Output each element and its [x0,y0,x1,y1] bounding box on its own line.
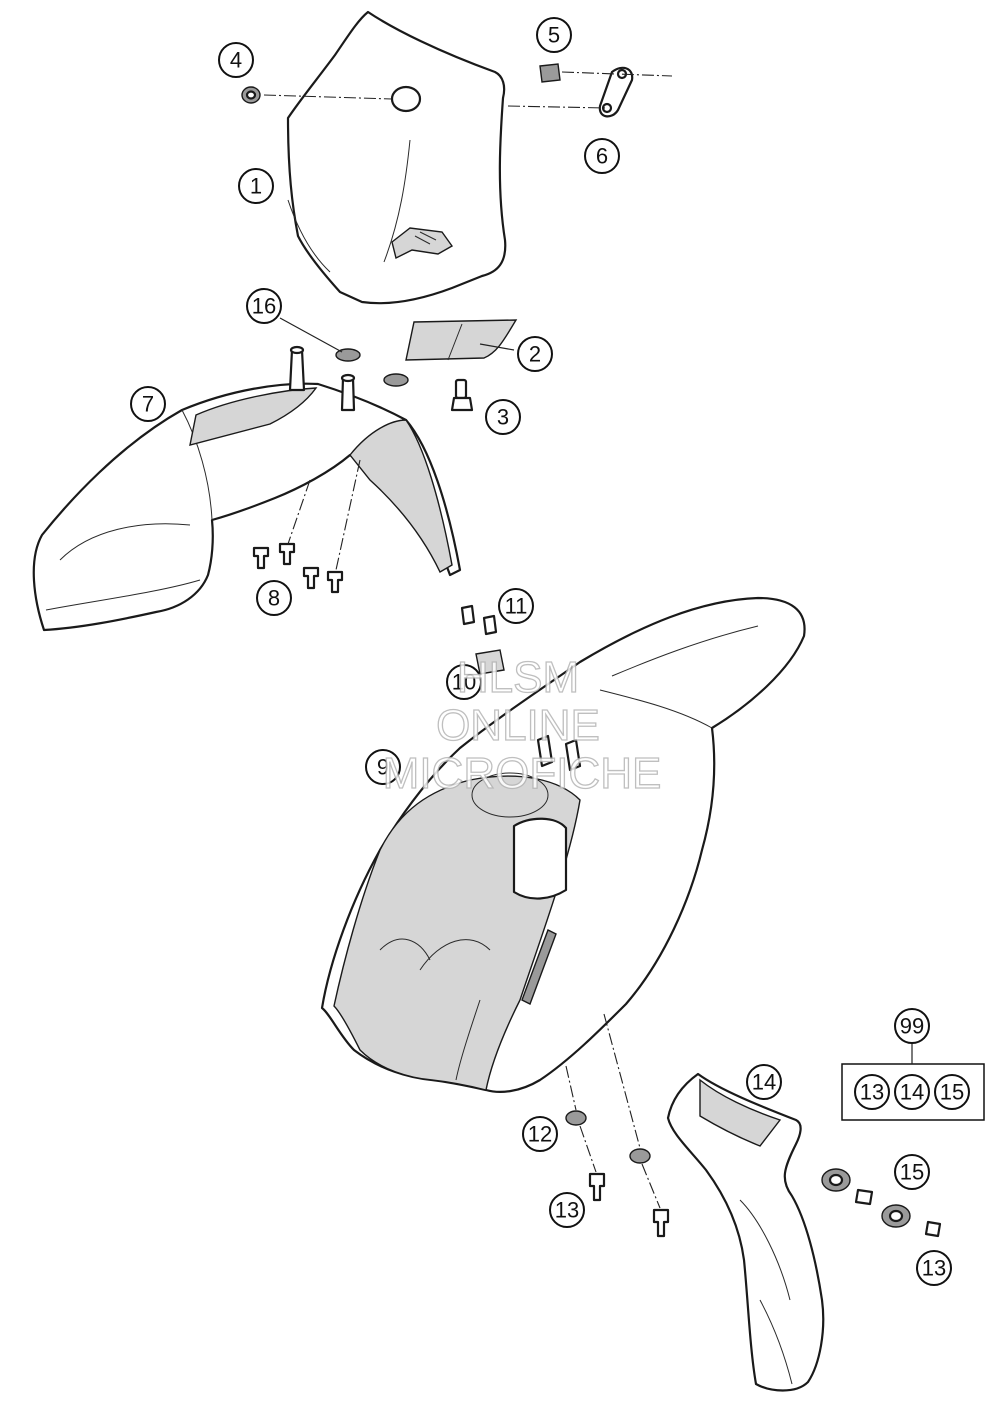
svg-text:8: 8 [268,586,280,611]
svg-text:16: 16 [252,294,276,319]
callout-4: 4 [218,42,254,78]
part-10-clip [475,649,505,675]
svg-text:6: 6 [596,144,608,169]
watermark: HLSM ONLINE MICROFICHE [382,652,662,798]
callout-3: 3 [485,399,521,435]
callout-9: 9 [365,749,401,785]
svg-text:14: 14 [752,1070,776,1095]
part-16-grommets [335,348,409,387]
callout-16: 16 [246,288,282,324]
kit-item-15: 15 [934,1074,970,1110]
callout-8: 8 [256,580,292,616]
callout-2: 2 [517,336,553,372]
kit-item-14: 14 [894,1074,930,1110]
svg-text:13: 13 [555,1198,579,1223]
svg-text:4: 4 [230,48,242,73]
svg-text:15: 15 [940,1080,964,1105]
callout-5: 5 [536,17,572,53]
callout-15: 15 [894,1154,930,1190]
svg-text:13: 13 [860,1080,884,1105]
part-11-screws [460,604,498,636]
svg-text:13: 13 [922,1256,946,1281]
part-1-number-plate [286,10,507,305]
kit-item-13: 13 [854,1074,890,1110]
callout-7: 7 [130,386,166,422]
part-3-screw [450,378,474,412]
svg-text:2: 2 [529,342,541,367]
svg-text:1: 1 [250,174,262,199]
svg-text:3: 3 [497,405,509,430]
callout-12: 12 [522,1116,558,1152]
callout-13-right: 13 [916,1250,952,1286]
callout-1: 1 [238,168,274,204]
svg-text:15: 15 [900,1160,924,1185]
callout-13: 13 [549,1192,585,1228]
svg-text:7: 7 [142,392,154,417]
svg-text:12: 12 [528,1122,552,1147]
callout-99: 99 [894,1008,930,1044]
svg-text:99: 99 [900,1014,924,1039]
svg-text:ONLINE: ONLINE [436,701,600,750]
part-2-decal [405,319,518,361]
part-12-grommets [565,1110,651,1164]
svg-text:HLSM: HLSM [457,653,579,702]
part-5-screw [539,63,561,83]
part-8-screws [252,542,344,594]
svg-text:14: 14 [900,1080,924,1105]
svg-text:10: 10 [452,670,476,695]
part-9-rear-fender [320,596,806,1093]
callout-14: 14 [746,1064,782,1100]
svg-text:9: 9 [377,755,389,780]
part-15-washers [821,1168,911,1228]
svg-text:MICROFICHE: MICROFICHE [383,749,662,798]
part-14-mud-flap [666,1072,825,1392]
callout-6: 6 [584,138,620,174]
svg-text:11: 11 [505,594,528,619]
part-6-bracket [598,66,634,118]
part-7-front-fender [32,345,462,632]
part-13-screws [588,1172,942,1238]
callout-10: 10 [446,664,482,700]
callout-11: 11 [498,588,534,624]
svg-text:5: 5 [548,23,560,48]
part-4-nut [241,86,261,104]
